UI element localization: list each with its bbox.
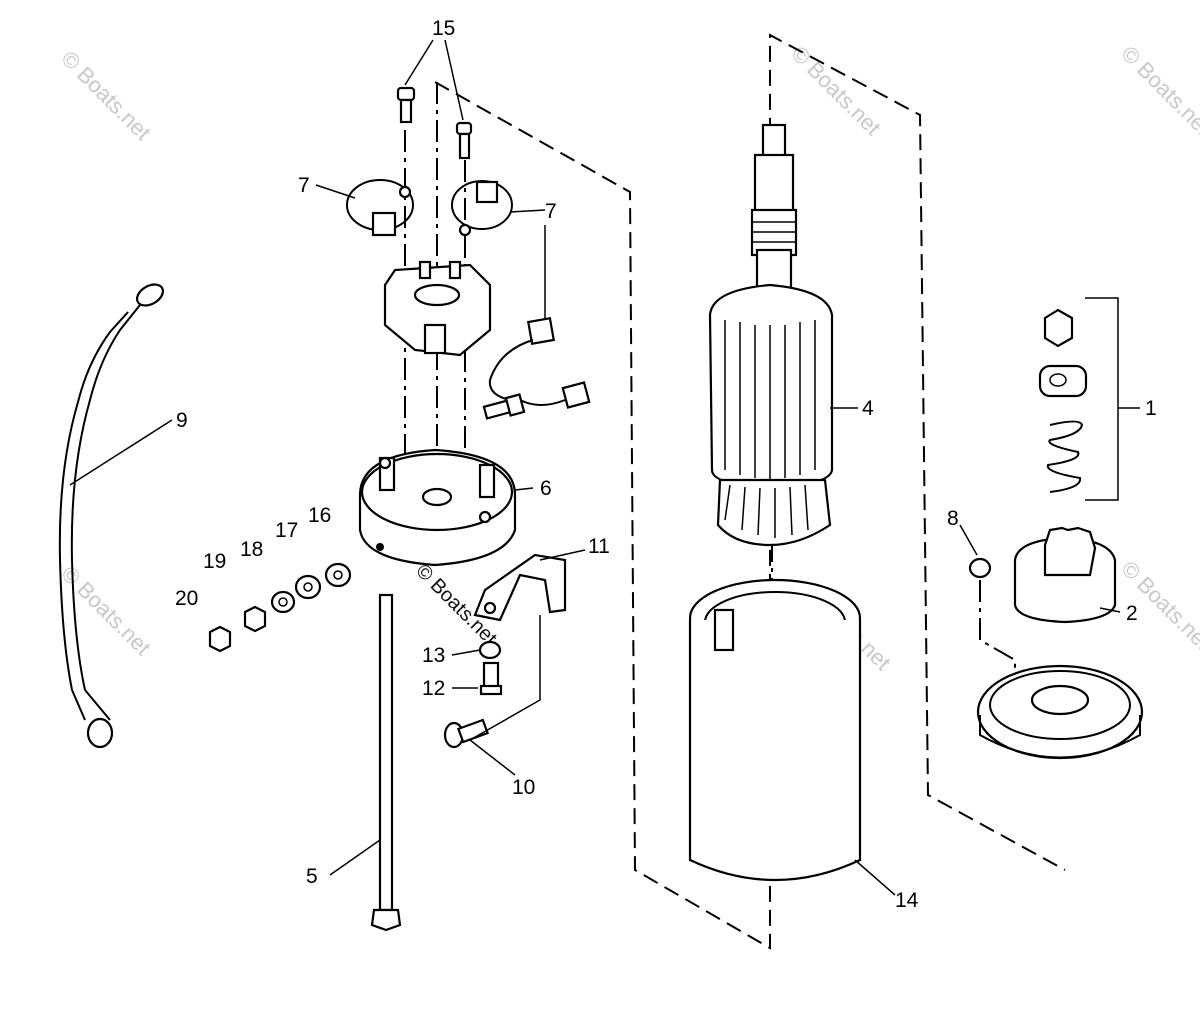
nut-19 [243, 605, 267, 633]
watermark-top-mid: © Boats.net [786, 41, 885, 140]
nut-8 [968, 557, 992, 579]
lockwasher-13 [478, 640, 502, 660]
mounting-bracket [473, 553, 567, 622]
pinion-stop-collar [1038, 364, 1088, 398]
callout-13: 13 [422, 644, 445, 667]
watermark-top-right: © Boats.net [1116, 41, 1200, 140]
screw-15-left [396, 86, 416, 124]
brush-spring-left [346, 179, 414, 237]
screw-15-right [455, 121, 473, 160]
brush-plate [383, 260, 492, 357]
washer-18 [270, 590, 296, 614]
callout-14: 14 [895, 889, 919, 912]
battery-cable [58, 283, 165, 749]
armature [708, 123, 834, 547]
callout-7-left: 7 [298, 174, 310, 197]
through-bolt [370, 593, 402, 932]
brush-spring-right [451, 180, 513, 237]
drive-end-plate [976, 664, 1144, 760]
frame-housing [688, 578, 862, 882]
callout-6: 6 [540, 477, 552, 500]
leader-lines [69, 39, 1140, 896]
watermark-top-left: © Boats.net [56, 46, 155, 145]
brush-lead [482, 316, 591, 420]
callout-7-right: 7 [545, 200, 557, 223]
pinion-nut [1043, 308, 1074, 348]
end-cap [358, 448, 517, 567]
callout-5: 5 [306, 865, 318, 888]
callout-10: 10 [512, 776, 535, 799]
callout-19: 19 [203, 550, 226, 573]
callout-4: 4 [862, 397, 874, 420]
callout-9: 9 [176, 409, 188, 432]
callout-18: 18 [240, 538, 263, 561]
callout-17: 17 [275, 519, 298, 542]
washer-16 [324, 562, 352, 588]
screw-10 [443, 718, 490, 749]
watermark-left-bottom: © Boats.net [56, 561, 155, 660]
nut-20 [208, 625, 232, 653]
drive-assembly [1013, 526, 1117, 624]
callout-2: 2 [1126, 602, 1138, 625]
screw-12 [479, 661, 503, 696]
washer-17 [294, 574, 322, 600]
callout-20: 20 [175, 587, 198, 610]
callout-12: 12 [422, 677, 445, 700]
callout-8: 8 [947, 507, 959, 530]
callout-1: 1 [1145, 397, 1157, 420]
pinion-spring [1046, 420, 1084, 493]
callout-16: 16 [308, 504, 331, 527]
callout-11: 11 [588, 535, 610, 558]
callout-labels: 15 7 7 9 4 1 6 8 16 17 18 11 19 20 2 13 … [175, 17, 1157, 912]
callout-15: 15 [432, 17, 455, 40]
